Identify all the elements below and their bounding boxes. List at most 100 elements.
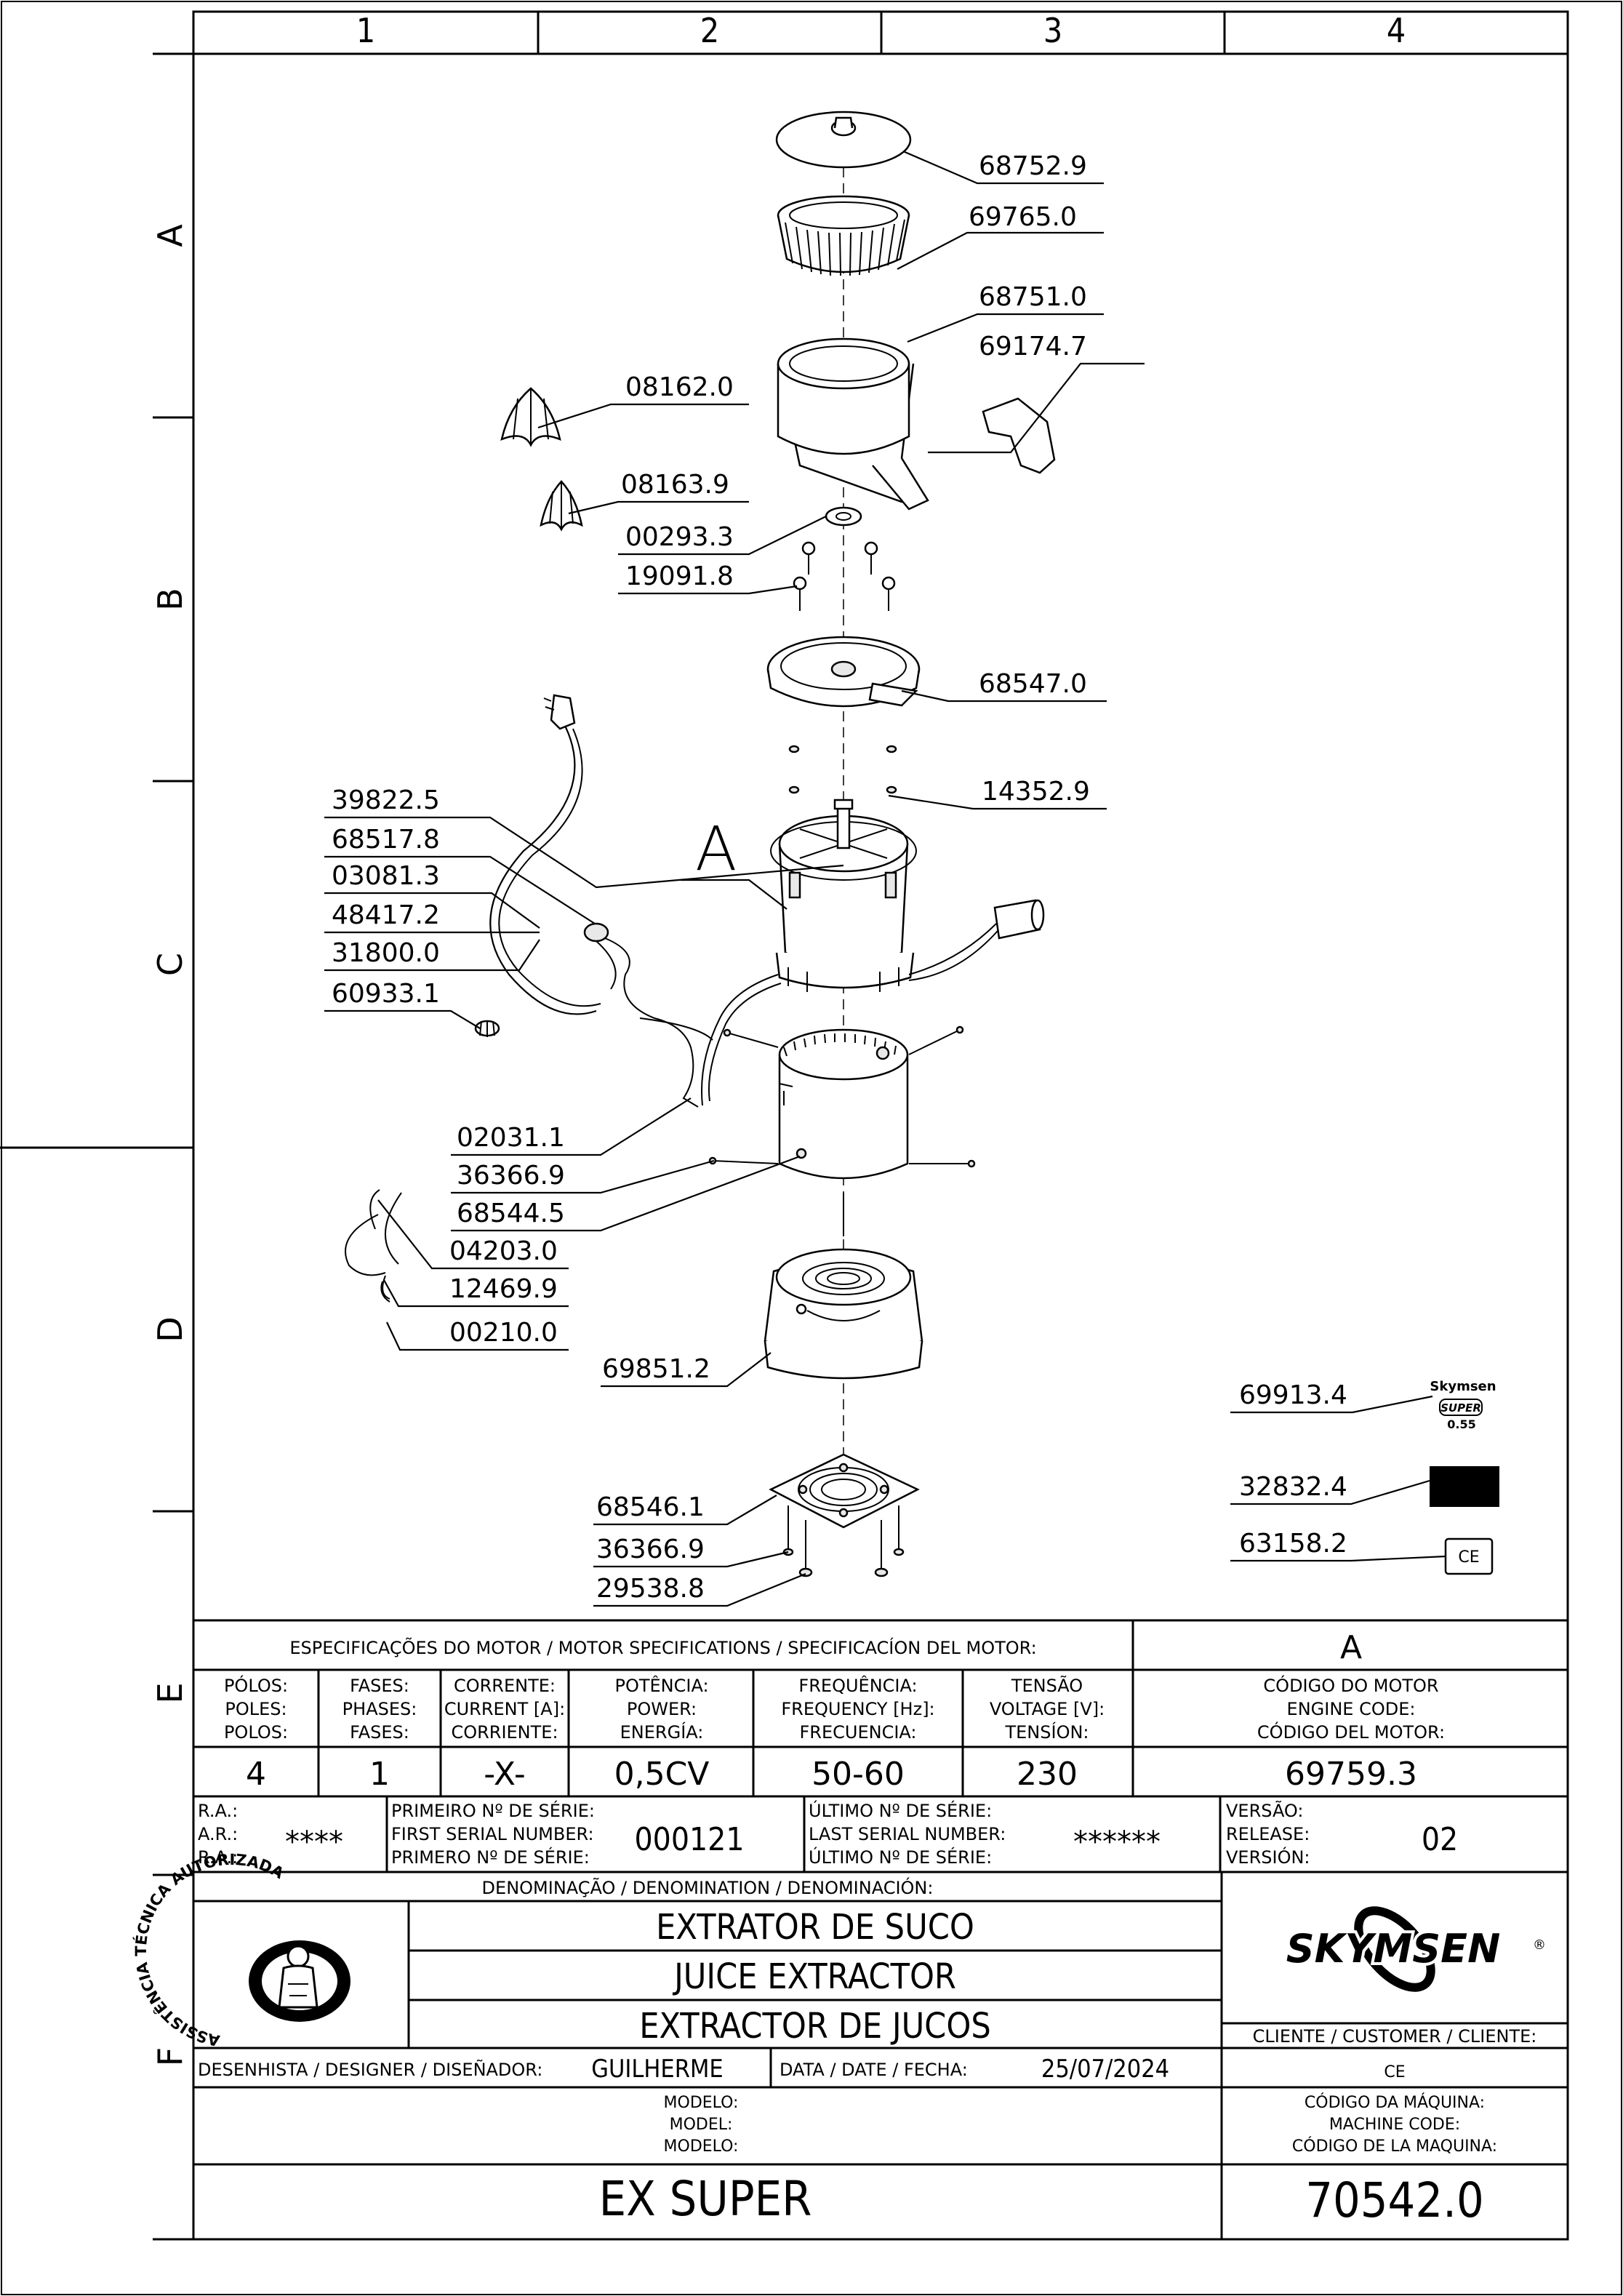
engine-code-label-es: CÓDIGO DEL MOTOR: (1257, 1721, 1445, 1743)
row-label: A (151, 224, 190, 247)
frequency-value: 50-60 (812, 1756, 905, 1793)
washer-part (825, 506, 862, 527)
capacitor-part (908, 899, 1045, 981)
ra-label: R.A.: (198, 1801, 238, 1821)
support-plate-part (766, 636, 921, 708)
spring-clips-part (345, 1189, 402, 1303)
skymsen-logo: SKYMSEN ® (1283, 1906, 1546, 1992)
badge-power-text: 0.55 (1447, 1417, 1475, 1431)
spout-cover-part (982, 397, 1056, 474)
callout-12469-9: 12469.9 (449, 1274, 558, 1304)
callout-02031-1: 02031.1 (457, 1123, 565, 1153)
voltage-label-pt: TENSÃO (1011, 1674, 1083, 1696)
ce-label-part: CE (1444, 1537, 1494, 1575)
callout-00293-3: 00293.3 (625, 522, 734, 552)
engine-code-label-pt: CÓDIGO DO MOTOR (1263, 1674, 1438, 1696)
power-cord-part (489, 694, 601, 1015)
callout-leaders (324, 150, 1446, 1607)
callout-63158-2: 63158.2 (1239, 1529, 1347, 1559)
lid-part (775, 111, 912, 169)
poles-label-es: POLOS: (224, 1722, 288, 1743)
date-label: DATA / DATE / FECHA: (780, 2060, 968, 2080)
callout-68751-0: 68751.0 (979, 282, 1087, 312)
engine-code-label-en: ENGINE CODE: (1287, 1699, 1416, 1719)
wire-bundle-part (639, 974, 782, 1106)
version-label-pt: VERSÃO: (1226, 1799, 1304, 1821)
motor-detail-ref: A (1340, 1629, 1362, 1666)
first-serial-label-es: PRIMERO Nº DE SÉRIE: (391, 1847, 590, 1868)
callout-68547-0: 68547.0 (979, 669, 1087, 699)
phases-label-pt: FASES: (350, 1676, 409, 1696)
product-name-en: JUICE EXTRACTOR (672, 1956, 956, 1997)
badge-super-text: SUPER (1440, 1401, 1481, 1415)
callout-69765-0: 69765.0 (969, 202, 1077, 232)
voltage-label-es: TENSÍON: (1004, 1721, 1089, 1743)
motor-spec-table: ESPECIFICAÇÕES DO MOTOR / MOTOR SPECIFIC… (193, 1619, 1568, 1873)
callout-00210-0: 00210.0 (449, 1318, 558, 1348)
cone-large-part (500, 387, 561, 447)
row-label: D (151, 1316, 190, 1342)
designer-value: GUILHERME (591, 2055, 723, 2084)
poles-label-en: POLES: (225, 1699, 286, 1719)
motor-part (770, 799, 917, 992)
callout-68544-5: 68544.5 (457, 1199, 565, 1228)
registered-mark: ® (1533, 1937, 1546, 1953)
exploded-view: Skymsen SUPER 0.55 CE (345, 111, 1499, 1577)
sieve-basket-part (777, 195, 910, 276)
callout-68517-8: 68517.8 (332, 825, 440, 855)
base-part (764, 1248, 923, 1380)
power-label-pt: POTÊNCIA: (614, 1675, 708, 1696)
callout-29538-8: 29538.8 (596, 1574, 705, 1604)
brand-name: SKYMSEN (1286, 1926, 1501, 1972)
callout-03081-3: 03081.3 (332, 861, 440, 891)
detail-a-label: A (695, 813, 737, 884)
first-serial-label-en: FIRST SERIAL NUMBER: (391, 1824, 594, 1844)
motor-housing-part (708, 1025, 976, 1236)
denomination-header: DENOMINAÇÃO / DENOMINATION / DENOMINACIÓ… (482, 1876, 934, 1898)
voltage-value: 230 (1017, 1756, 1078, 1793)
current-label-es: CORRIENTE: (451, 1722, 558, 1743)
motor-spec-header: ESPECIFICAÇÕES DO MOTOR / MOTOR SPECIFIC… (289, 1636, 1036, 1658)
phases-value: 1 (369, 1756, 390, 1793)
callout-39822-5: 39822.5 (332, 785, 440, 815)
column-label: 4 (1387, 11, 1406, 50)
ce-mark-text: CE (1458, 1548, 1479, 1567)
black-label-part (1430, 1466, 1499, 1507)
ar-label: A.R.: (198, 1824, 238, 1844)
callout-69174-7: 69174.7 (979, 332, 1087, 361)
poles-value: 4 (246, 1756, 266, 1793)
version-label-es: VERSIÓN: (1226, 1846, 1310, 1868)
freq-label-es: FRECUENCIA: (799, 1722, 916, 1743)
callout-68546-1: 68546.1 (596, 1492, 705, 1522)
column-markers: 1 2 3 4 (356, 11, 1406, 50)
callout-68752-9: 68752.9 (979, 151, 1087, 181)
column-label: 2 (700, 11, 719, 50)
callout-19091-8: 19091.8 (625, 561, 734, 591)
client-label: CLIENTE / CUSTOMER / CLIENTE: (1253, 2026, 1537, 2047)
title-block: DENOMINAÇÃO / DENOMINATION / DENOMINACIÓ… (132, 1851, 1568, 2239)
first-serial-value: 000121 (634, 1821, 744, 1858)
column-label: 3 (1043, 11, 1062, 50)
callout-04203-0: 04203.0 (449, 1236, 558, 1266)
badge-brand-text: Skymsen (1430, 1379, 1496, 1394)
callout-48417-2: 48417.2 (332, 900, 440, 930)
ra-value: **** (285, 1825, 343, 1859)
power-label-es: ENERGÍA: (620, 1721, 704, 1743)
cone-small-part (540, 480, 583, 532)
machine-code-label-es: CÓDIGO DE LA MAQUINA: (1292, 2137, 1497, 2156)
current-label-pt: CORRENTE: (454, 1676, 556, 1696)
callout-08163-9: 08163.9 (621, 470, 729, 500)
machine-code-label-en: MACHINE CODE: (1329, 2116, 1460, 2134)
callout-31800-0: 31800.0 (332, 938, 440, 968)
screws-part (793, 541, 896, 611)
phases-label-en: PHASES: (342, 1699, 417, 1719)
model-label-en: MODEL: (670, 2116, 733, 2134)
row-markers: A B C D E F (151, 224, 190, 2067)
column-label: 1 (356, 11, 375, 50)
row-label: E (151, 1682, 190, 1703)
power-value: 0,5CV (614, 1756, 710, 1793)
product-name-es: EXTRACTOR DE JUCOS (639, 2006, 991, 2047)
bowl-part (777, 337, 929, 511)
